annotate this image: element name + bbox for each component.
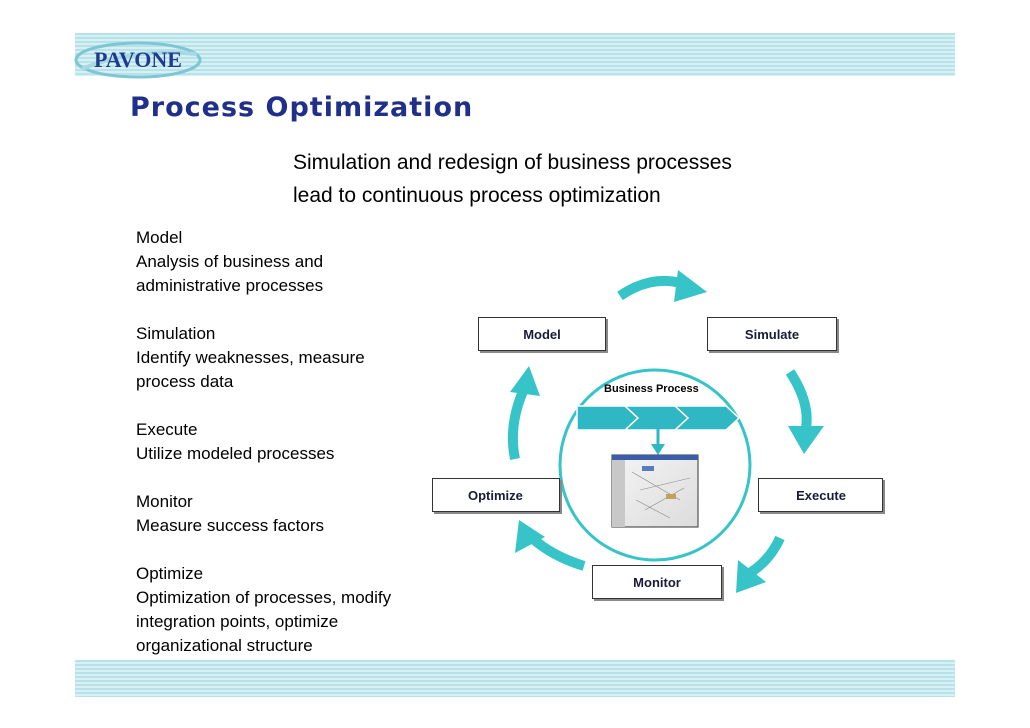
arrow-monitor-to-optimize — [532, 538, 584, 566]
arrowhead-execute — [788, 426, 824, 454]
arrow-model-to-simulate — [620, 281, 684, 296]
stage-label: Execute — [796, 488, 846, 503]
arrow-execute-to-monitor — [750, 538, 780, 573]
stage-label: Optimize — [468, 488, 523, 503]
business-process-label: Business Process — [604, 383, 699, 395]
arrow-simulate-to-execute — [790, 372, 807, 428]
stage-label: Simulate — [745, 327, 799, 342]
app-screenshot-thumbnail — [612, 455, 698, 527]
stage-simulate: Simulate — [707, 317, 837, 351]
arrowhead-model — [510, 366, 540, 396]
stage-label: Monitor — [633, 575, 681, 590]
stage-monitor: Monitor — [592, 565, 722, 599]
stage-optimize: Optimize — [432, 478, 560, 512]
stage-model: Model — [478, 317, 606, 351]
arrowhead-simulate — [674, 270, 707, 302]
arrow-optimize-to-model — [513, 389, 524, 459]
stage-label: Model — [523, 327, 561, 342]
stage-execute: Execute — [758, 478, 883, 512]
